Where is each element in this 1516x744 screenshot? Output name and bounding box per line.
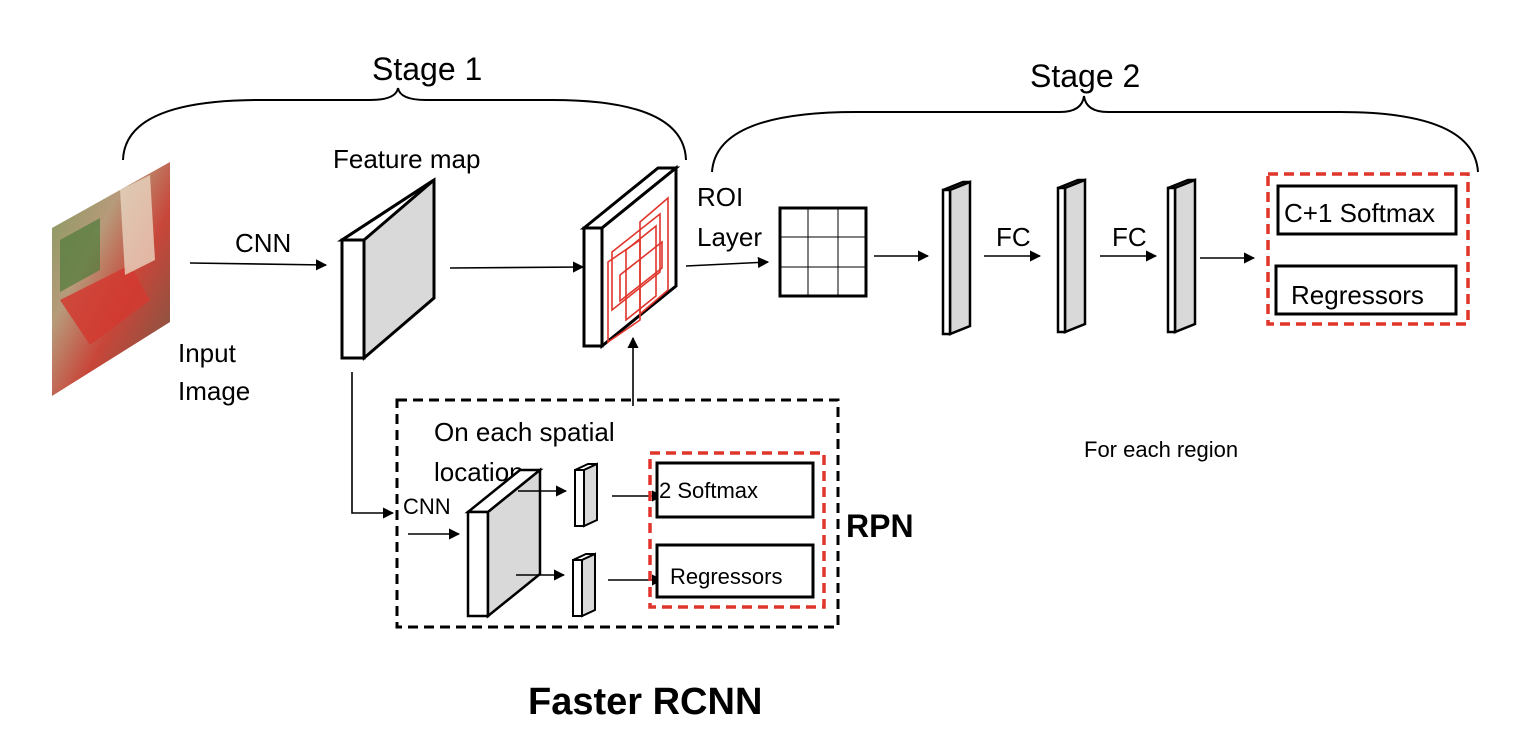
fc-column-1 bbox=[941, 180, 972, 336]
rpn-softmax-box bbox=[655, 461, 815, 519]
stage2-brace bbox=[711, 95, 1479, 173]
cnn-arrow bbox=[189, 259, 328, 271]
output-heads-dashed-box bbox=[1266, 172, 1470, 326]
c1-softmax-box bbox=[1276, 184, 1458, 236]
input-label-line2: Image bbox=[178, 376, 250, 406]
regressors-box bbox=[1274, 264, 1458, 316]
fc-column-2 bbox=[1056, 178, 1087, 334]
regressors-label: Regressors bbox=[1291, 280, 1424, 310]
fc-column-3 bbox=[1166, 178, 1197, 334]
region-note: For each region bbox=[1084, 437, 1238, 462]
region-proposal-boxes bbox=[607, 196, 669, 344]
stage1-label: Stage 1 bbox=[372, 51, 482, 87]
c1-softmax-label: C+1 Softmax bbox=[1284, 198, 1435, 228]
feature-map-block bbox=[336, 177, 436, 361]
roi-label-line2: Layer bbox=[697, 222, 762, 252]
diagram-title: Faster RCNN bbox=[528, 681, 762, 723]
proposals-to-roi-arrow bbox=[685, 256, 770, 269]
rpn-regressors-box bbox=[655, 543, 815, 599]
roi-label-line1: ROI bbox=[697, 182, 743, 212]
input-image bbox=[52, 162, 170, 396]
roi-grid bbox=[778, 206, 868, 298]
cnn-label: CNN bbox=[235, 228, 291, 258]
proposal-feature-map bbox=[579, 164, 681, 350]
feature-to-rpn-connector bbox=[351, 372, 395, 519]
rpn-note-line1: On each spatial bbox=[434, 417, 615, 447]
rpn-heads-dashed-box bbox=[648, 451, 826, 609]
rpn-label: RPN bbox=[846, 508, 914, 544]
rpn-dashed-box bbox=[395, 398, 840, 629]
fc2-label: FC bbox=[1112, 222, 1147, 252]
feature-map-label: Feature map bbox=[333, 144, 480, 174]
rpn-feature-block bbox=[464, 467, 544, 619]
rpn-column-upper bbox=[574, 462, 598, 528]
rpn-regressors-label: Regressors bbox=[670, 564, 782, 589]
rpn-column-lower bbox=[572, 552, 596, 618]
input-label-line1: Input bbox=[178, 338, 237, 368]
rpn-softmax-label: 2 Softmax bbox=[659, 478, 758, 503]
rpn-cnn-label: CNN bbox=[403, 494, 451, 519]
fc1-label: FC bbox=[996, 222, 1031, 252]
stage2-label: Stage 2 bbox=[1030, 58, 1140, 94]
feature-to-proposals-arrow bbox=[449, 261, 585, 273]
stage1-brace bbox=[122, 87, 687, 161]
